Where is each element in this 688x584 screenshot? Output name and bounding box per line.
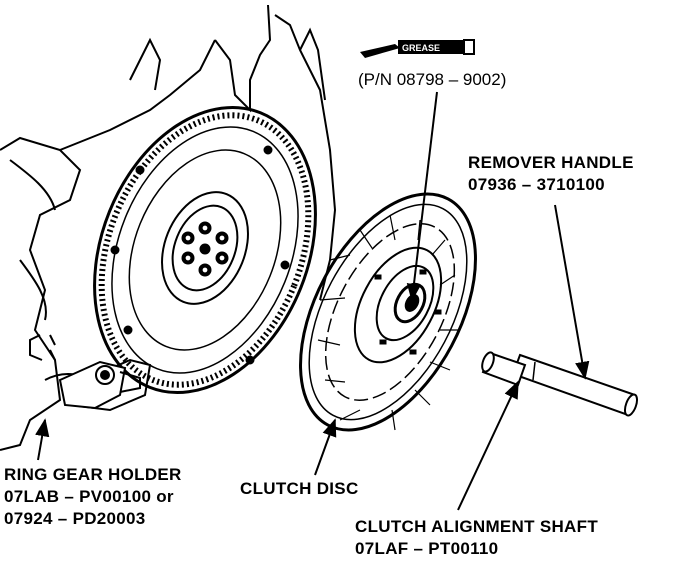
remover-handle-number: 07936 – 3710100 [468,175,605,194]
ring-gear-holder-number-2: 07924 – PD20003 [4,509,146,528]
grease-tube [360,39,475,58]
engine-block [0,4,337,451]
clutch-disc-label: CLUTCH DISC [240,478,359,500]
alignment-shaft-name: CLUTCH ALIGNMENT SHAFT [355,517,598,536]
ring-gear-holder-label: RING GEAR HOLDER 07LAB – PV00100 or 0792… [4,464,182,530]
handle-leader-arrow [554,204,590,380]
alignment-shaft-label: CLUTCH ALIGNMENT SHAFT 07LAF – PT00110 [355,516,598,560]
remover-handle-name: REMOVER HANDLE [468,153,634,172]
clutch-disc [299,192,477,432]
alignment-shaft [481,351,639,417]
disc-leader-arrow [314,418,337,476]
ring-gear-holder-number-1: 07LAB – PV00100 or [4,487,174,506]
ring-gear-holder-name: RING GEAR HOLDER [4,465,182,484]
grease-leader-arrow [406,91,438,302]
alignment-shaft-number: 07LAF – PT00110 [355,539,499,558]
leader-lines [35,91,590,511]
remover-handle-label: REMOVER HANDLE 07936 – 3710100 [468,152,634,196]
ring-gear-holder-tool [58,360,141,410]
clutch-disc-name: CLUTCH DISC [240,479,359,498]
grease-part-number: (P/N 08798 – 9002) [358,70,507,89]
grease-tube-label: GREASE [402,43,440,53]
holder-leader-arrow [35,418,50,461]
shaft-leader-arrow [457,380,519,511]
